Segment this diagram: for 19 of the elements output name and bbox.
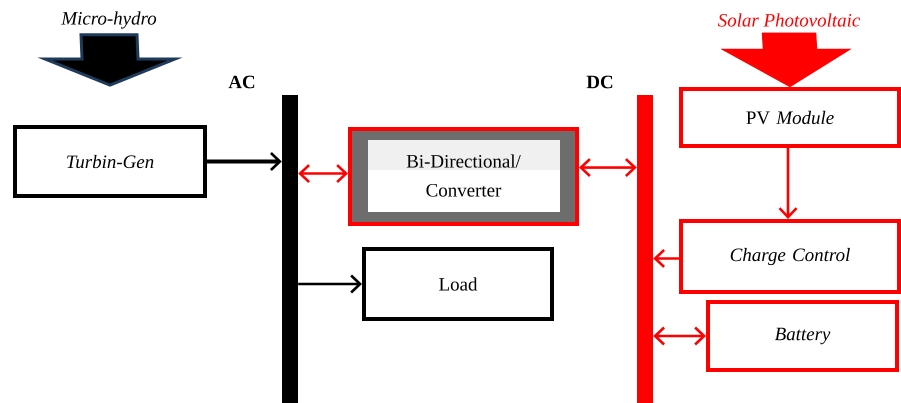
arrow xyxy=(207,152,282,171)
arrow xyxy=(653,249,679,268)
block-box: Charge Control xyxy=(679,219,901,294)
block-box: Battery xyxy=(706,300,899,372)
arrow xyxy=(778,148,798,219)
source-label: Micro-hydro xyxy=(61,11,156,29)
arrow xyxy=(298,274,362,294)
block-arrow xyxy=(720,32,852,88)
arrow xyxy=(298,164,348,183)
block-arrow xyxy=(37,33,183,87)
block-box: Turbin-Gen xyxy=(13,125,207,198)
block-box: PV Module xyxy=(679,87,901,148)
bus-label: AC xyxy=(228,76,254,88)
block-box: Load xyxy=(362,247,554,321)
arrow xyxy=(653,326,706,346)
bus-label: DC xyxy=(586,76,612,88)
source-label: Solar Photovoltaic xyxy=(718,13,860,27)
arrow xyxy=(579,158,637,177)
converter-box: Bi-Directional/ Converter xyxy=(348,127,579,226)
